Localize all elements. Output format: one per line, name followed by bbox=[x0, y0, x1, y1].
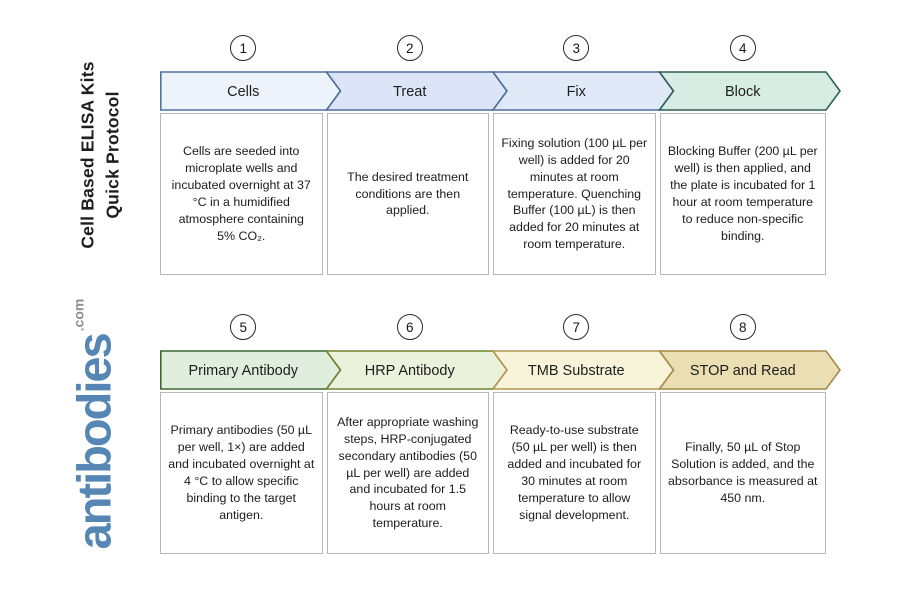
step-number: 3 bbox=[572, 40, 580, 56]
step-number-circle-8: 8 bbox=[729, 314, 756, 340]
step-number: 8 bbox=[738, 319, 747, 335]
step-description-text: Cells are seeded into microplate wells a… bbox=[171, 144, 311, 243]
step-number-circle-5: 5 bbox=[230, 314, 257, 340]
step-header-label: Primary Antibody bbox=[188, 363, 298, 379]
step-number-circle-7: 7 bbox=[563, 314, 590, 340]
step-number-circle-4: 4 bbox=[729, 35, 756, 61]
step-description-block: Blocking Buffer (200 µL per well) is the… bbox=[659, 113, 826, 275]
step-descriptions-row-2: Primary antibodies (50 µL per well, 1×) … bbox=[160, 392, 830, 554]
antibodies-logo: antibodies .com bbox=[67, 299, 122, 550]
step-description-text: Blocking Buffer (200 µL per well) is the… bbox=[667, 144, 818, 243]
step-description-text: Primary antibodies (50 µL per well, 1×) … bbox=[168, 423, 315, 522]
protocol-row-2: 5 6 7 8 Primary Antibody HRP Antibody TM… bbox=[160, 314, 842, 554]
step-header-label: Block bbox=[725, 84, 761, 100]
step-headers-row-2: Primary Antibody HRP Antibody TMB Substr… bbox=[160, 350, 842, 390]
step-description-treat: The desired treatment conditions are the… bbox=[326, 113, 489, 275]
step-number: 7 bbox=[572, 319, 580, 335]
step-description-tmb-substrate: Ready-to-use substrate (50 µL per well) … bbox=[493, 392, 656, 554]
protocol-row-1: 1 2 3 4 Cells Treat Fix Block Cells bbox=[160, 35, 842, 275]
step-header-arrow-block bbox=[657, 71, 841, 111]
step-description-primary-antibody: Primary antibodies (50 µL per well, 1×) … bbox=[160, 392, 323, 554]
step-description-fix: Fixing solution (100 µL per well) is add… bbox=[493, 113, 656, 275]
step-description-text: Fixing solution (100 µL per well) is add… bbox=[501, 135, 648, 252]
step-number-circle-6: 6 bbox=[396, 314, 423, 340]
step-number-circle-3: 3 bbox=[563, 35, 590, 61]
step-description-text: After appropriate washing steps, HRP-con… bbox=[337, 414, 479, 531]
step-number-circle-2: 2 bbox=[396, 35, 423, 61]
step-header-arrow-stop-and-read bbox=[657, 350, 841, 390]
step-number: 5 bbox=[239, 319, 247, 335]
step-description-hrp-antibody: After appropriate washing steps, HRP-con… bbox=[326, 392, 489, 554]
step-number: 4 bbox=[738, 40, 747, 56]
step-headers-row-1: Cells Treat Fix Block bbox=[160, 71, 842, 111]
chevron-arrows-row-2: Primary Antibody HRP Antibody TMB Substr… bbox=[160, 350, 841, 390]
logo-wordmark: antibodies bbox=[67, 334, 121, 550]
step-number: 1 bbox=[239, 40, 247, 56]
page-title-line-2: Quick Protocol bbox=[103, 91, 123, 219]
step-description-text: Finally, 50 µL of Stop Solution is added… bbox=[668, 440, 818, 505]
step-header-label: TMB Substrate bbox=[528, 363, 625, 379]
step-header-label: Cells bbox=[227, 84, 259, 100]
logo-domain-suffix: .com bbox=[70, 298, 87, 332]
step-numbers-row-2: 5 6 7 8 bbox=[160, 314, 826, 340]
step-number: 2 bbox=[405, 40, 414, 56]
page-title-line-1: Cell Based ELISA Kits bbox=[77, 61, 98, 249]
step-description-text: Ready-to-use substrate (50 µL per well) … bbox=[507, 423, 642, 522]
page-title: Cell Based ELISA Kits Quick Protocol bbox=[76, 61, 127, 248]
step-number: 6 bbox=[405, 319, 414, 335]
chevron-arrows-row-1: Cells Treat Fix Block bbox=[160, 71, 841, 111]
step-header-label: HRP Antibody bbox=[365, 363, 456, 379]
step-description-cells: Cells are seeded into microplate wells a… bbox=[160, 113, 323, 275]
step-description-stop-and-read: Finally, 50 µL of Stop Solution is added… bbox=[659, 392, 826, 554]
step-numbers-row-1: 1 2 3 4 bbox=[160, 35, 826, 61]
protocol-steps: 1 2 3 4 Cells Treat Fix Block Cells bbox=[160, 35, 842, 554]
step-number-circle-1: 1 bbox=[230, 35, 257, 61]
step-description-text: The desired treatment conditions are the… bbox=[347, 169, 469, 218]
step-header-label: Treat bbox=[393, 84, 426, 100]
step-descriptions-row-1: Cells are seeded into microplate wells a… bbox=[160, 113, 830, 275]
step-header-label: STOP and Read bbox=[690, 363, 796, 379]
step-header-label: Fix bbox=[567, 84, 587, 100]
